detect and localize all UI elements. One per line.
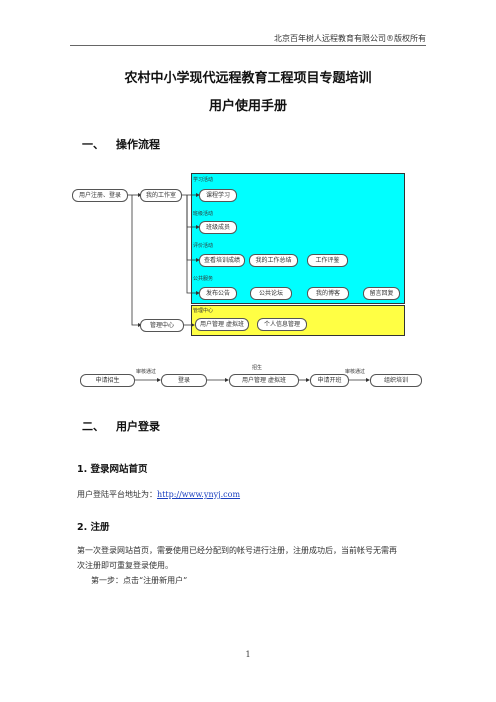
register-text-line-1: 第一次登录网站首页，需要使用已经分配到的帐号进行注册，注册成功后，当前帐号无需再 (77, 546, 397, 555)
platform-url-link[interactable]: http://www.ynyj.com (157, 490, 241, 499)
document-title: 农村中小学现代远程教育工程项目专题培训 (124, 71, 372, 86)
flow-node-profile: 个人信息管理 (257, 318, 307, 331)
flow-node-user-mgmt-bottom: 用户管理 虚拟班 (229, 374, 299, 387)
section-label: 用户登录 (116, 420, 160, 433)
section-number: 一、 (82, 138, 104, 151)
flow-node-apply-course: 申请开班 (310, 374, 349, 387)
flow-node-forum: 公共论坛 (250, 287, 292, 300)
paragraph-register: 第一次登录网站首页，需要使用已经分配到的帐号进行注册，注册成功后，当前帐号无需再… (77, 543, 422, 588)
document-subtitle: 用户使用手册 (208, 99, 287, 114)
page-number: 1 (245, 650, 251, 659)
flow-node-login: 登录 (161, 374, 207, 387)
page-header: 北京百年树人远程教育有限公司®版权所有 (70, 34, 426, 46)
flow-node-message: 留言回复 (363, 287, 400, 300)
flow-node-apply-student: 申请招生 (80, 374, 135, 387)
section-heading-login: 二、用户登录 (82, 418, 160, 434)
flow-node-grades: 查看培训成绩 (199, 254, 245, 267)
flow-node-review: 工作评鉴 (307, 254, 348, 267)
flow-node-org-train: 组织培训 (370, 374, 422, 387)
flow-node-blog: 我的博客 (307, 287, 349, 300)
flow-label-enroll: 招生 (252, 365, 263, 371)
flow-node-notice: 发布公告 (199, 287, 237, 300)
url-intro-text: 用户登陆平台地址为： (77, 490, 157, 499)
flow-node-register-login: 用户注册、登录 (72, 189, 128, 202)
step-one-text: 第一步：点击“注册新用户” (91, 576, 188, 585)
register-text-line-2: 次注册即可重复登录使用。 (77, 561, 173, 570)
group-label-class: 班级活动 (193, 211, 214, 217)
activities-panel (191, 173, 405, 304)
header-copyright: 北京百年树人远程教育有限公司®版权所有 (274, 34, 426, 43)
group-label-public: 公共服务 (193, 276, 214, 282)
flow-label-approve-2: 审核通过 (345, 369, 366, 375)
section-heading-flow: 一、操作流程 (82, 136, 160, 152)
flow-node-mgmt-center: 管理中心 (140, 319, 184, 332)
group-label-eval: 评价活动 (193, 243, 214, 249)
flow-label-approve-1: 审核通过 (136, 369, 157, 375)
paragraph-url: 用户登陆平台地址为：http://www.ynyj.com (77, 487, 240, 502)
flow-node-workroom: 我的工作室 (140, 189, 182, 202)
section-number: 二、 (82, 420, 104, 433)
subheading-visit-home: 1. 登录网站首页 (77, 464, 148, 475)
flow-node-classmates: 班级成员 (199, 221, 237, 234)
flow-node-course: 课程学习 (199, 189, 237, 202)
group-label-manage: 管理中心 (193, 308, 214, 314)
subheading-register: 2. 注册 (77, 522, 110, 533)
flow-node-summary: 我的工作总结 (249, 254, 298, 267)
group-label-study: 学习活动 (193, 177, 214, 183)
section-label: 操作流程 (116, 138, 160, 151)
flow-node-user-mgmt: 用户管理 虚拟班 (195, 318, 249, 331)
